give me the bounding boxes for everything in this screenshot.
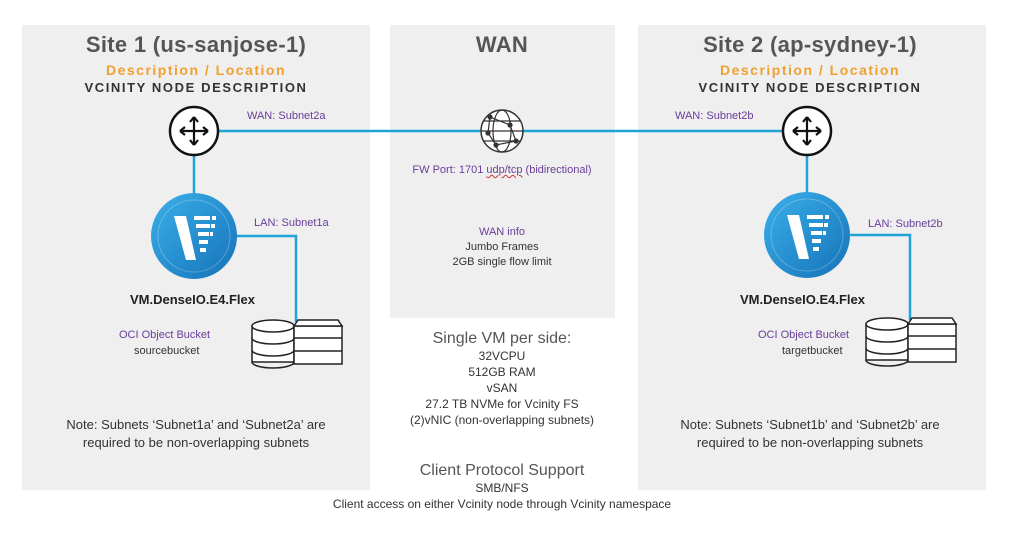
router-icon <box>781 105 833 157</box>
site2-note-line1: Note: Subnets ‘Subnet1b’ and ‘Subnet2b’ … <box>680 417 940 432</box>
site1-description-location: Description / Location <box>105 62 287 78</box>
wan-fw-port-proto: udp/tcp <box>486 164 523 176</box>
client-protocols: SMB/NFS <box>475 481 529 495</box>
disk-stack-icon <box>865 317 958 367</box>
wan-fw-port-suffix: (bidirectional) <box>522 164 592 176</box>
site2-description-location: Description / Location <box>719 62 901 78</box>
site1-bucket-label: OCI Object Bucket <box>119 329 211 341</box>
site1-bucket-name: sourcebucket <box>134 345 200 357</box>
router-icon <box>168 105 220 157</box>
site1-wan-subnet-label: WAN: Subnet2a <box>247 110 326 122</box>
wan-fw-port-prefix: FW Port: 1701 <box>412 164 487 176</box>
site2-title: Site 2 (ap-sydney-1) <box>703 32 917 57</box>
site2-lan-subnet-label: LAN: Subnet2b <box>868 218 943 230</box>
site1-vm-shape: VM.DenseIO.E4.Flex <box>130 292 255 307</box>
site2-note: Note: Subnets ‘Subnet1b’ and ‘Subnet2b’ … <box>680 416 939 452</box>
disk-stack-icon <box>251 319 344 369</box>
vm-spec-line: vSAN <box>486 381 518 395</box>
vm-spec: Single VM per side: 32VCPU 512GB RAM vSA… <box>410 330 594 428</box>
site1-node-description: VCINITY NODE DESCRIPTION <box>84 80 308 95</box>
vm-spec-line: 27.2 TB NVMe for Vcinity FS <box>425 397 579 411</box>
wan-panel <box>390 25 615 318</box>
vcinity-logo-icon <box>151 193 237 279</box>
wan-info-line2: 2GB single flow limit <box>452 256 552 268</box>
wan-fw-port: FW Port: 1701 udp/tcp (bidirectional) <box>412 164 591 176</box>
vcinity-logo-icon <box>764 192 850 278</box>
site1-note: Note: Subnets ‘Subnet1a’ and ‘Subnet2a’ … <box>66 416 325 452</box>
site1-note-line1: Note: Subnets ‘Subnet1a’ and ‘Subnet2a’ … <box>66 417 326 432</box>
client-protocol: Client Protocol Support SMB/NFS Client a… <box>333 462 671 512</box>
vm-spec-line: 512GB RAM <box>468 365 536 379</box>
site2-wan-subnet-label: WAN: Subnet2b <box>675 110 754 122</box>
site1-note-line2: required to be non-overlapping subnets <box>82 435 310 450</box>
globe-network-icon <box>480 109 524 153</box>
vm-spec-title: Single VM per side: <box>432 330 572 347</box>
client-access-note: Client access on either Vcinity node thr… <box>332 497 672 511</box>
site2-bucket-name: targetbucket <box>782 345 843 357</box>
site2-bucket-label: OCI Object Bucket <box>758 329 850 341</box>
site1-lan-subnet-label: LAN: Subnet1a <box>254 217 329 229</box>
site1-title: Site 1 (us-sanjose-1) <box>85 32 307 57</box>
client-protocol-title: Client Protocol Support <box>419 462 585 479</box>
site1-lan-line <box>236 234 298 322</box>
site2-note-line2: required to be non-overlapping subnets <box>696 435 924 450</box>
wan-title: WAN <box>475 32 529 57</box>
site2-lan-line <box>850 233 912 320</box>
vm-spec-line: 32VCPU <box>478 349 526 363</box>
site2-node-description: VCINITY NODE DESCRIPTION <box>698 80 922 95</box>
wan-info-line1: Jumbo Frames <box>465 241 539 253</box>
wan-info-title: WAN info <box>478 226 526 238</box>
site2-vm-shape: VM.DenseIO.E4.Flex <box>740 292 865 307</box>
vm-spec-line: (2)vNIC (non-overlapping subnets) <box>409 413 595 427</box>
